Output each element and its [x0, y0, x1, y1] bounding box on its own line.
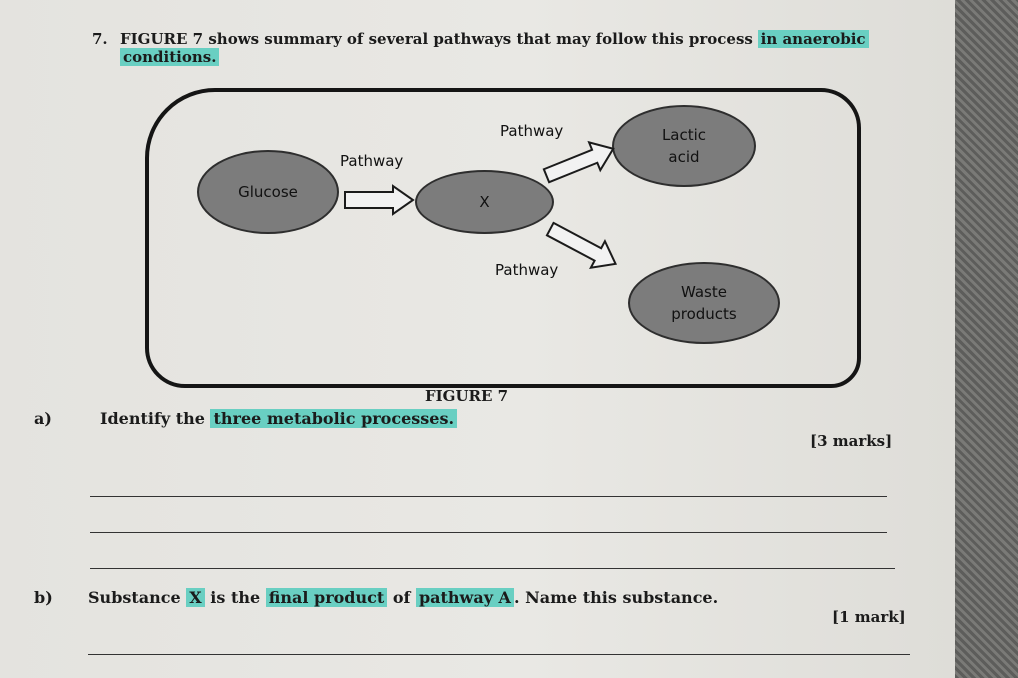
part-b-text-2: is the [210, 588, 261, 607]
figure-caption: FIGURE 7 [425, 387, 509, 405]
worksheet-page: 7. FIGURE 7 shows summary of several pat… [0, 0, 955, 678]
question-intro-highlight: in anaerobic [757, 30, 869, 48]
question-intro-text: FIGURE 7 shows summary of several pathwa… [120, 30, 753, 48]
part-b-question: Substance X is the final product of path… [88, 588, 718, 607]
part-a-text: Identify the [100, 409, 205, 428]
glucose-oval: Glucose [197, 150, 339, 234]
arrow-glucose-to-x [344, 184, 415, 216]
part-b-text-3: of [392, 588, 411, 607]
waste-products-label-2: products [671, 305, 737, 323]
waste-products-label-1: Waste [680, 283, 727, 301]
answer-line-b1[interactable] [88, 654, 910, 655]
pathway-label-bottom: Pathway [495, 261, 559, 279]
part-a-highlight: three metabolic processes. [210, 409, 458, 428]
x-label: X [479, 193, 490, 211]
glucose-label: Glucose [238, 183, 298, 201]
part-b-text-1: Substance [88, 588, 181, 607]
arrow-x-to-waste-products [545, 221, 618, 269]
lactic-acid-label-1: Lactic [661, 126, 707, 144]
question-intro-line2: conditions. [120, 48, 220, 66]
answer-line-a1[interactable] [90, 496, 887, 497]
background-edge [955, 0, 1018, 678]
part-a-marks: [3 marks] [810, 432, 893, 450]
part-b-letter: b) [34, 588, 53, 607]
arrow-x-to-lactic-acid [542, 140, 615, 184]
waste-products-oval: Waste products [628, 262, 780, 344]
pathway-label-top: Pathway [500, 122, 564, 140]
part-b-marks: [1 mark] [832, 608, 906, 626]
part-a-question: Identify the three metabolic processes. [100, 409, 458, 428]
part-a-letter: a) [34, 409, 52, 428]
x-oval: X [415, 170, 554, 234]
pathway-label-left: Pathway [340, 152, 404, 170]
lactic-acid-oval: Lactic acid [612, 105, 756, 187]
question-number: 7. [92, 30, 108, 48]
answer-line-a3[interactable] [90, 568, 895, 569]
lactic-acid-label-2: acid [668, 148, 700, 166]
answer-line-a2[interactable] [90, 532, 887, 533]
part-b-highlight-x: X [186, 588, 205, 607]
part-b-highlight-final-product: final product [265, 588, 388, 607]
part-b-text-4: . Name this substance. [513, 588, 719, 607]
part-b-highlight-pathway-a: pathway A [415, 588, 514, 607]
diagram-frame [145, 88, 861, 388]
question-intro-line2-text: conditions. [120, 48, 220, 66]
question-intro: FIGURE 7 shows summary of several pathwa… [120, 30, 869, 48]
